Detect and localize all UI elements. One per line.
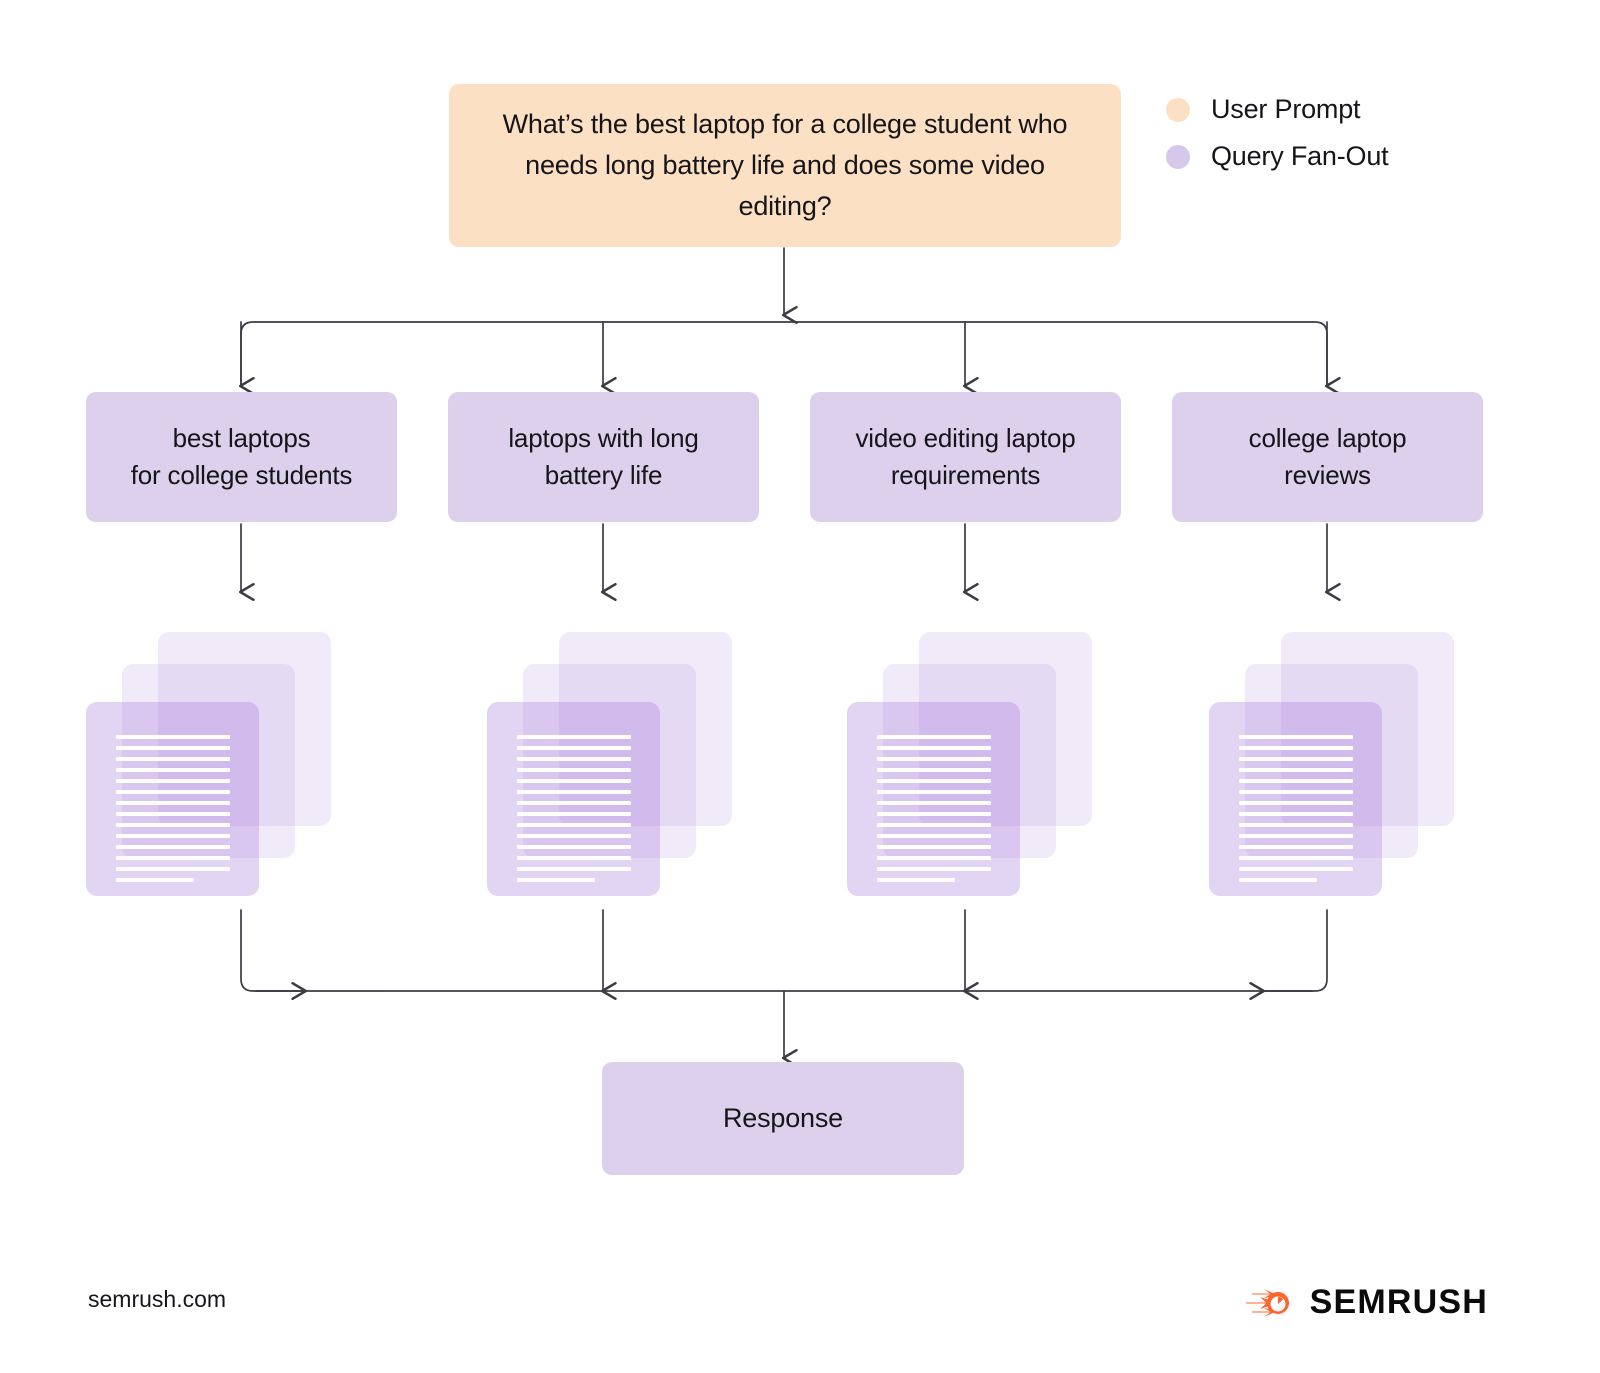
document-text-line <box>517 823 631 827</box>
document-sheet-front <box>1209 702 1382 896</box>
document-text-lines <box>517 735 631 889</box>
document-text-line <box>116 856 230 860</box>
document-text-line <box>877 801 991 805</box>
legend-dot-icon <box>1166 144 1190 169</box>
document-text-line <box>877 735 991 739</box>
document-text-line <box>517 790 631 794</box>
document-text-lines <box>1239 735 1353 889</box>
document-text-line <box>517 779 631 783</box>
document-text-line <box>1239 757 1353 761</box>
query-box-video-editing[interactable]: video editing laptop requirements <box>810 392 1121 522</box>
document-text-line <box>877 834 991 838</box>
document-stack-icon <box>86 632 331 898</box>
document-stack-icon <box>1209 632 1454 898</box>
document-text-line <box>877 867 991 871</box>
legend-label-query-fan-out: Query Fan-Out <box>1211 141 1389 171</box>
document-text-line <box>517 834 631 838</box>
document-text-line <box>116 823 230 827</box>
document-text-line <box>1239 867 1353 871</box>
document-text-line <box>517 878 595 882</box>
document-sheet-front <box>487 702 660 896</box>
document-text-line <box>116 834 230 838</box>
document-text-line <box>517 812 631 816</box>
document-text-lines <box>116 735 230 889</box>
document-text-line <box>517 856 631 860</box>
document-text-line <box>877 790 991 794</box>
document-text-line <box>116 735 230 739</box>
document-sheet-front <box>86 702 259 896</box>
document-text-line <box>1239 845 1353 849</box>
response-label: Response <box>723 1103 843 1133</box>
document-text-line <box>877 856 991 860</box>
query-box-label: best laptops for college students <box>130 423 353 490</box>
query-box-label: video editing laptop requirements <box>855 423 1076 490</box>
document-text-line <box>1239 878 1317 882</box>
document-text-line <box>116 757 230 761</box>
document-text-line <box>517 845 631 849</box>
query-box-college-reviews[interactable]: college laptop reviews <box>1172 392 1483 522</box>
document-text-line <box>877 768 991 772</box>
legend-label-user-prompt: User Prompt <box>1211 94 1361 124</box>
document-text-line <box>517 768 631 772</box>
document-text-line <box>1239 834 1353 838</box>
semrush-logo: SEMRUSH <box>1244 1283 1488 1322</box>
document-text-line <box>517 801 631 805</box>
document-text-line <box>1239 768 1353 772</box>
query-box-battery-life[interactable]: laptops with long battery life <box>448 392 759 522</box>
document-text-line <box>116 878 194 882</box>
legend-dot-icon <box>1166 97 1190 122</box>
user-prompt-text: What’s the best laptop for a college stu… <box>502 109 1068 221</box>
document-text-line <box>1239 856 1353 860</box>
document-text-lines <box>877 735 991 889</box>
query-box-label: laptops with long battery life <box>508 423 699 490</box>
document-text-line <box>517 735 631 739</box>
document-sheet-front <box>847 702 1020 896</box>
document-text-line <box>877 878 955 882</box>
document-text-line <box>877 823 991 827</box>
document-text-line <box>877 757 991 761</box>
user-prompt-box[interactable]: What’s the best laptop for a college stu… <box>449 84 1121 247</box>
semrush-comet-icon <box>1245 1288 1289 1317</box>
document-text-line <box>877 746 991 750</box>
document-text-line <box>877 779 991 783</box>
document-text-line <box>877 812 991 816</box>
semrush-wordmark: SEMRUSH <box>1309 1283 1488 1321</box>
document-text-line <box>517 757 631 761</box>
query-box-best-laptops[interactable]: best laptops for college students <box>86 392 397 522</box>
query-box-label: college laptop reviews <box>1248 423 1407 490</box>
footer-url: semrush.com <box>88 1286 227 1312</box>
document-text-line <box>877 845 991 849</box>
document-text-line <box>116 812 230 816</box>
response-box[interactable]: Response <box>602 1062 964 1175</box>
legend-item-user-prompt: User Prompt <box>1166 86 1496 133</box>
document-text-line <box>116 768 230 772</box>
document-text-line <box>116 867 230 871</box>
legend: User Prompt Query Fan-Out <box>1166 86 1496 180</box>
document-text-line <box>116 790 230 794</box>
connector-fanout-bus <box>240 321 1328 387</box>
document-text-line <box>1239 779 1353 783</box>
document-text-line <box>1239 735 1353 739</box>
document-text-line <box>116 746 230 750</box>
connector-docs-0-to-merge <box>240 909 308 1001</box>
document-stack-icon <box>847 632 1092 898</box>
document-text-line <box>1239 790 1353 794</box>
document-text-line <box>1239 801 1353 805</box>
document-text-line <box>1239 823 1353 827</box>
document-stack-icon <box>487 632 732 898</box>
connector-docs-3-to-merge <box>1249 909 1328 1001</box>
legend-item-query-fan-out: Query Fan-Out <box>1166 133 1496 180</box>
document-text-line <box>517 867 631 871</box>
document-text-line <box>1239 746 1353 750</box>
document-text-line <box>116 779 230 783</box>
document-text-line <box>1239 812 1353 816</box>
document-text-line <box>116 845 230 849</box>
document-text-line <box>517 746 631 750</box>
document-text-line <box>116 801 230 805</box>
